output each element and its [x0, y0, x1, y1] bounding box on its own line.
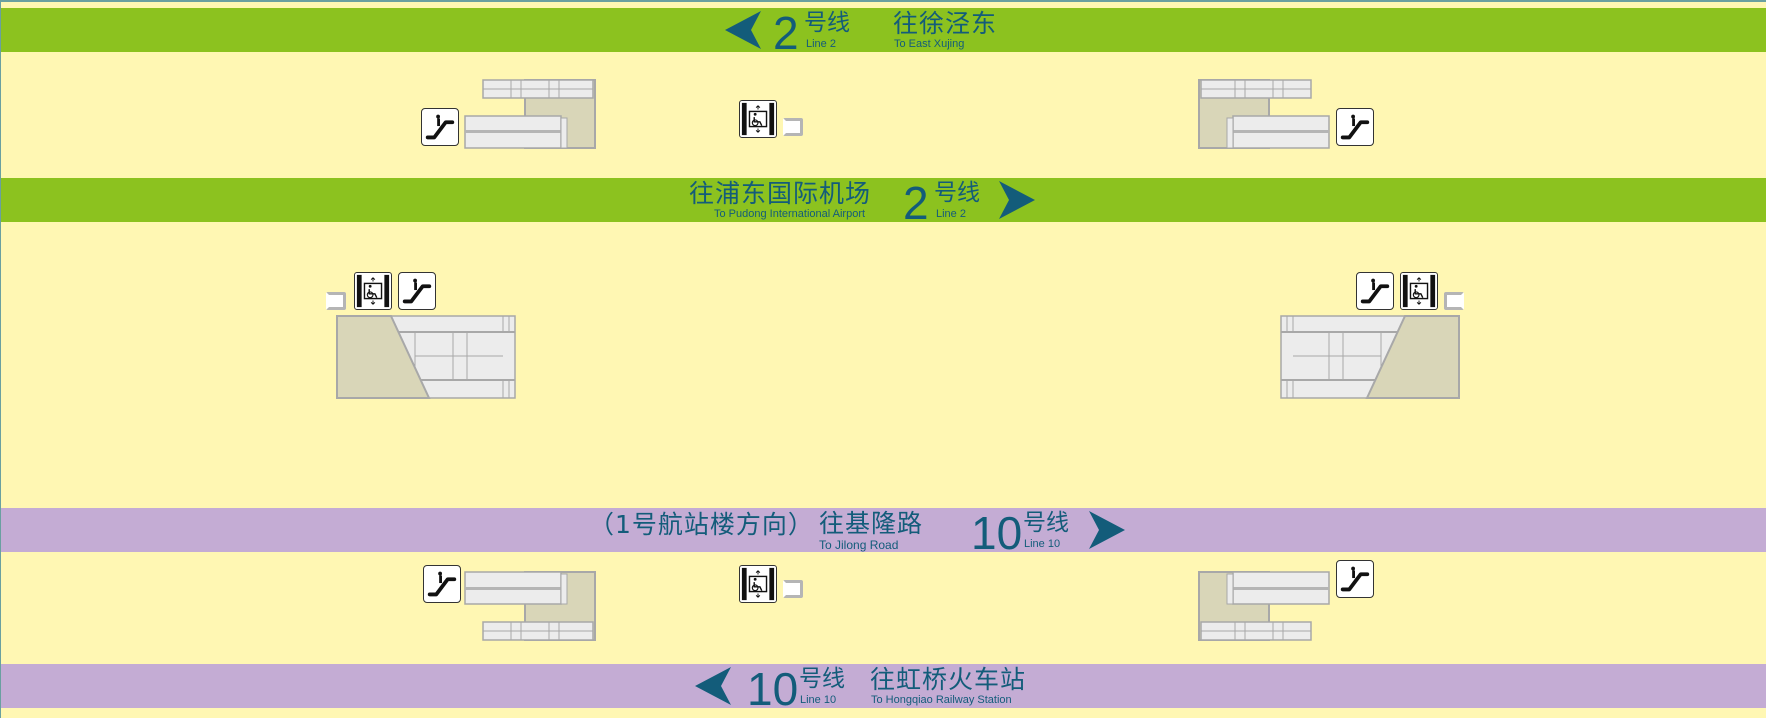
platform-sign-line10-hongqiao: 10 号线 Line 10 往虹桥火车站 To Hongqiao Railway…	[1, 664, 1766, 712]
stair-escalator-block	[1198, 79, 1330, 149]
line-number: 10	[971, 507, 1023, 559]
platform-sign-line2-east-xujing: 2 号线 Line 2 往徐泾东 To East Xujing	[1, 8, 1766, 56]
escalator-icon	[1336, 108, 1374, 146]
line-number: 10	[747, 663, 799, 715]
stair-escalator-block	[336, 315, 516, 399]
arrow-right-icon	[1089, 511, 1125, 549]
arrow-left-icon	[725, 11, 761, 49]
destination-en: To Pudong International Airport	[714, 208, 866, 220]
stair-escalator-block	[1198, 571, 1330, 641]
escalator-icon	[398, 272, 436, 310]
accessible-elevator-icon	[354, 272, 392, 310]
elevator-shaft	[1444, 292, 1464, 310]
destination-cn: 往浦东国际机场	[689, 179, 872, 208]
terminal-note-cn: （1号航站楼方向）	[589, 510, 814, 539]
escalator-icon	[1336, 560, 1374, 598]
arrow-right-icon	[999, 181, 1035, 219]
accessible-elevator-icon	[739, 100, 777, 138]
line-label-en: Line 2	[936, 208, 966, 220]
stair-escalator-block	[464, 571, 596, 641]
elevator-shaft	[783, 118, 803, 136]
line-number: 2	[903, 177, 929, 229]
line-label-en: Line 2	[806, 38, 836, 50]
platform-sign-line2-pudong-airport: 往浦东国际机场 To Pudong International Airport …	[1, 178, 1766, 226]
destination-en: To Jilong Road	[819, 538, 899, 552]
line-label-cn: 号线	[799, 666, 845, 692]
stair-escalator-block	[1280, 315, 1460, 399]
elevator-shaft	[783, 580, 803, 598]
accessible-elevator-icon	[1400, 272, 1438, 310]
escalator-icon	[423, 565, 461, 603]
line-label-cn: 号线	[804, 10, 850, 36]
line-number: 2	[773, 7, 799, 59]
destination-cn: 往徐泾东	[893, 9, 998, 38]
line-label-cn: 号线	[934, 180, 980, 206]
top-border	[1, 0, 1766, 2]
escalator-icon	[421, 108, 459, 146]
escalator-icon	[1356, 272, 1394, 310]
line-label-en: Line 10	[1024, 538, 1061, 550]
destination-en: To East Xujing	[894, 38, 965, 50]
stair-escalator-block	[464, 79, 596, 149]
line-label-cn: 号线	[1023, 510, 1069, 536]
destination-cn: 往基隆路	[819, 509, 924, 538]
arrow-left-icon	[695, 667, 731, 705]
platform-sign-line10-jilong-road: （1号航站楼方向） 往基隆路 To Jilong Road 10 号线 Line…	[1, 508, 1766, 556]
elevator-shaft	[326, 292, 346, 310]
destination-cn: 往虹桥火车站	[870, 665, 1027, 694]
line-label-en: Line 10	[800, 694, 837, 706]
destination-en: To Hongqiao Railway Station	[871, 694, 1012, 706]
accessible-elevator-icon	[739, 565, 777, 603]
